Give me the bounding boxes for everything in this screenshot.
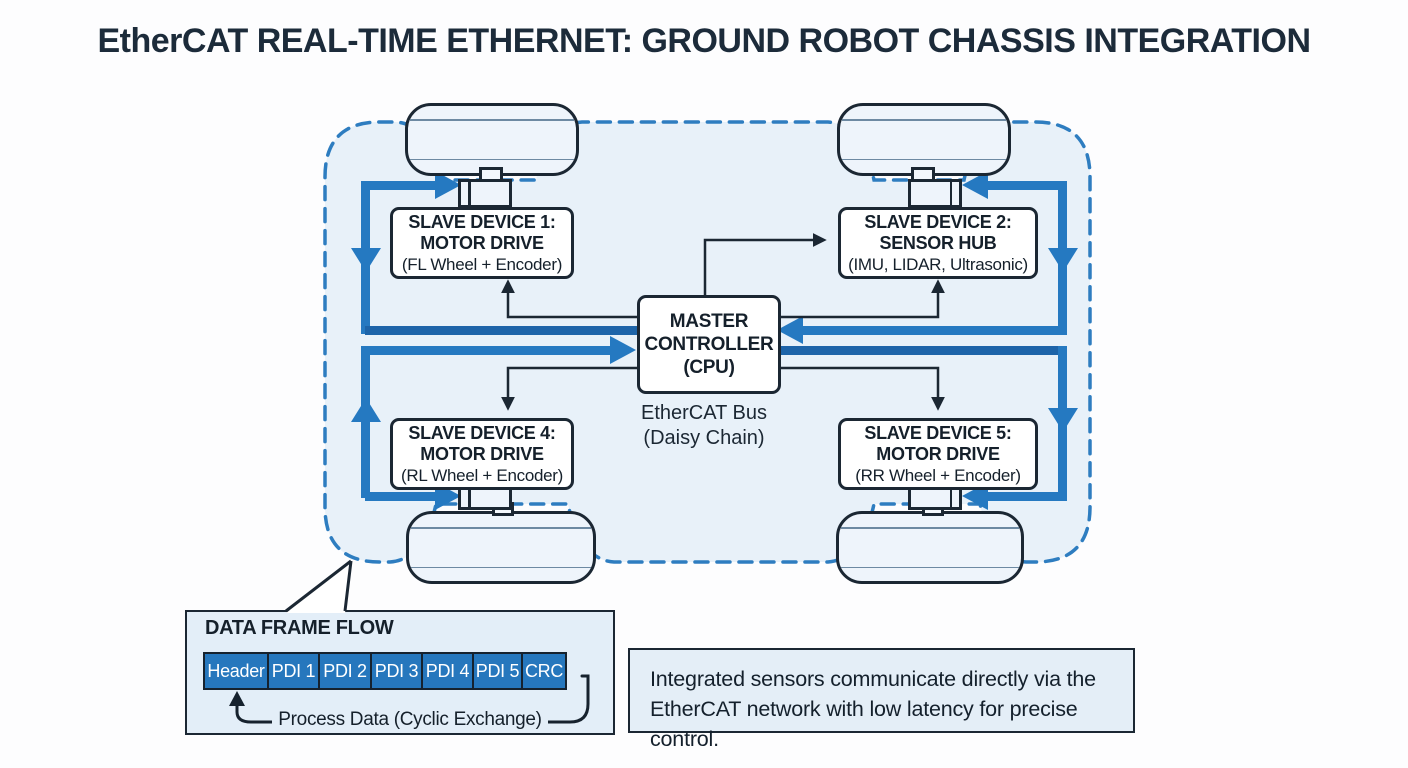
device-label: SLAVE DEVICE 1: bbox=[408, 211, 556, 232]
wheel-tread-line bbox=[411, 566, 591, 568]
bus-arrow-down-left bbox=[351, 248, 381, 272]
bus-arrow-up-left bbox=[351, 398, 381, 422]
info-line: EtherCAT network with low latency for pr… bbox=[650, 697, 1078, 751]
bus-arrow-into-master-left bbox=[610, 336, 636, 364]
connector-master-to-slave4 bbox=[501, 366, 637, 411]
wheel-rear-left bbox=[406, 511, 596, 584]
frame-cell-pdi5: PDI 5 bbox=[472, 652, 523, 690]
bus-line-fr-top bbox=[984, 181, 1067, 190]
axle-divider bbox=[468, 486, 471, 507]
connector-master-to-slave2-left bbox=[703, 233, 827, 295]
data-frame-cells: Header PDI 1 PDI 2 PDI 3 PDI 4 PDI 5 CRC bbox=[203, 652, 567, 690]
bus-line-rl-bottom bbox=[365, 492, 439, 501]
slave-device-5-box: SLAVE DEVICE 5: MOTOR DRIVE (RR Wheel + … bbox=[838, 418, 1038, 490]
bus-line-fl-top bbox=[365, 181, 439, 190]
device-sublabel: (IMU, LIDAR, Ultrasonic) bbox=[848, 254, 1028, 274]
wheel-tread-line bbox=[410, 119, 574, 121]
wheel-tread-line bbox=[410, 158, 574, 160]
slave-device-2-box: SLAVE DEVICE 2: SENSOR HUB (IMU, LIDAR, … bbox=[838, 207, 1038, 279]
device-label: MASTER bbox=[669, 311, 749, 332]
slave-device-4-box: SLAVE DEVICE 4: MOTOR DRIVE (RL Wheel + … bbox=[390, 418, 574, 490]
slave-device-1-box: SLAVE DEVICE 1: MOTOR DRIVE (FL Wheel + … bbox=[390, 207, 574, 279]
callout-tail-outline bbox=[285, 559, 353, 613]
wheel-axle-fl bbox=[458, 179, 512, 208]
process-data-caption: Process Data (Cyclic Exchange) bbox=[272, 709, 548, 731]
device-label: SENSOR HUB bbox=[879, 232, 997, 253]
sensor-info-box: Integrated sensors communicate directly … bbox=[628, 648, 1135, 751]
frame-cell-pdi3: PDI 3 bbox=[370, 652, 423, 690]
bus-line-left-to-master-lower bbox=[365, 346, 613, 355]
device-label: MOTOR DRIVE bbox=[420, 232, 544, 253]
bus-arrow-down-right-lower bbox=[1048, 408, 1078, 432]
wheel-front-right bbox=[837, 103, 1011, 176]
wheel-tread-line bbox=[842, 158, 1006, 160]
frame-cell-pdi4: PDI 4 bbox=[421, 652, 474, 690]
device-label: MOTOR DRIVE bbox=[420, 443, 544, 464]
device-sublabel: (RL Wheel + Encoder) bbox=[400, 465, 564, 485]
device-sublabel: (RR Wheel + Encoder) bbox=[855, 465, 1021, 485]
axle-divider bbox=[949, 182, 952, 205]
axle-divider bbox=[949, 486, 952, 507]
ethercat-bus-label: EtherCAT Bus (Daisy Chain) bbox=[624, 401, 784, 451]
connector-master-to-slave2-bottom bbox=[775, 279, 945, 319]
bus-line-left-lower-vertical bbox=[361, 346, 370, 498]
bus-arrow-into-master-right bbox=[777, 316, 803, 344]
wheel-tread-line bbox=[411, 527, 591, 529]
page-title: EtherCAT REAL-TIME ETHERNET: GROUND ROBO… bbox=[97, 22, 1311, 60]
device-label: MOTOR DRIVE bbox=[876, 443, 1000, 464]
bus-arrow-down-right-upper bbox=[1048, 248, 1078, 272]
frame-cell-crc: CRC bbox=[521, 652, 567, 690]
wheel-rear-right bbox=[836, 511, 1024, 584]
data-frame-title: DATA FRAME FLOW bbox=[205, 617, 394, 639]
bus-label-line: (Daisy Chain) bbox=[643, 427, 765, 449]
wheel-tread-line bbox=[841, 527, 1019, 529]
wheel-tread-line bbox=[841, 566, 1019, 568]
wheel-axle-fr bbox=[908, 179, 962, 208]
callout-tail bbox=[286, 561, 351, 613]
device-sublabel: (FL Wheel + Encoder) bbox=[401, 254, 563, 274]
bus-line-right-to-master-upper bbox=[799, 326, 1067, 335]
axle-divider bbox=[468, 182, 471, 205]
bus-line-rr-bottom bbox=[984, 492, 1067, 501]
device-label: (CPU) bbox=[683, 357, 735, 378]
frame-cell-pdi1: PDI 1 bbox=[267, 652, 320, 690]
device-label: CONTROLLER bbox=[644, 334, 774, 355]
info-line: Integrated sensors communicate directly … bbox=[650, 667, 1096, 691]
device-label: SLAVE DEVICE 4: bbox=[408, 422, 556, 443]
wheel-front-left bbox=[405, 103, 579, 176]
bus-line-left-to-master-upper bbox=[365, 326, 637, 335]
frame-cell-pdi2: PDI 2 bbox=[318, 652, 372, 690]
device-label: SLAVE DEVICE 5: bbox=[864, 422, 1012, 443]
bus-label-line: EtherCAT Bus bbox=[641, 402, 767, 424]
frame-cell-header: Header bbox=[203, 652, 269, 690]
connector-master-to-slave5 bbox=[775, 366, 945, 411]
bus-line-right-to-master-lower bbox=[775, 346, 1067, 355]
connector-master-to-slave1 bbox=[501, 279, 637, 319]
wheel-tread-line bbox=[842, 119, 1006, 121]
device-label: SLAVE DEVICE 2: bbox=[864, 211, 1012, 232]
master-controller-box: MASTER CONTROLLER (CPU) bbox=[637, 295, 781, 394]
